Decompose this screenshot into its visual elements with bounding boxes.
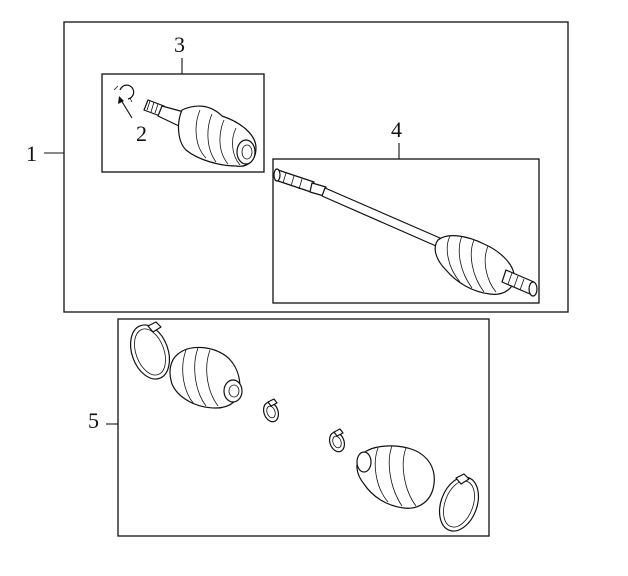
- callout-5: 5: [88, 408, 99, 433]
- boot-clamp-large-icon-2: [438, 473, 480, 532]
- arrow-head-2: [118, 96, 124, 104]
- boot-clamp-small-icon: [262, 398, 280, 423]
- snap-ring-icon: [113, 84, 135, 103]
- callout-4: 4: [391, 117, 402, 142]
- subassembly-box-3: [101, 73, 265, 173]
- boot-kit-box-5: [117, 318, 490, 537]
- leader-line-2: [120, 99, 133, 119]
- callout-1: 1: [26, 141, 37, 166]
- boot-clamp-large-icon: [129, 321, 171, 380]
- cv-boot-inner-icon: [169, 346, 243, 409]
- callout-2: 2: [136, 121, 147, 146]
- boot-clamp-small-icon-2: [328, 428, 346, 453]
- assembly-box-1: [63, 21, 569, 313]
- callout-3: 3: [174, 32, 185, 57]
- subassembly-box-4: [272, 158, 540, 304]
- cv-boot-outer-icon: [356, 445, 435, 509]
- axle-shaft-icon: [273, 168, 538, 297]
- inner-cv-joint-icon: [143, 99, 257, 167]
